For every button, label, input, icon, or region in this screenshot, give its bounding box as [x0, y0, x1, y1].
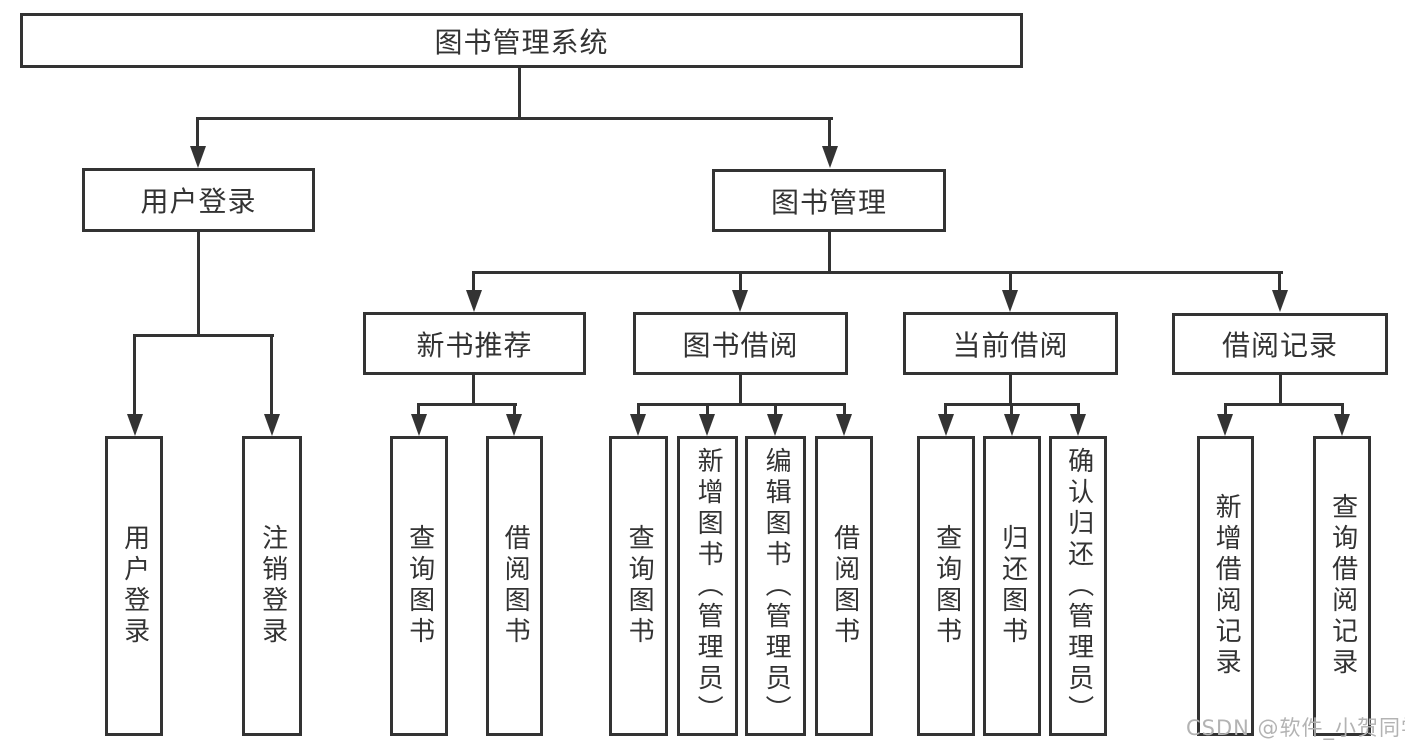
- node-borrow-records: 借阅记录: [1172, 313, 1388, 375]
- connector-vline: [1010, 403, 1013, 416]
- connector-vline: [1279, 375, 1282, 406]
- arrowhead-down-icon: [630, 414, 646, 436]
- arrowhead-down-icon: [1070, 414, 1086, 436]
- node-add-book: 新增图书（管理员）: [677, 436, 738, 736]
- connector-vline: [133, 334, 136, 416]
- connector-vline: [197, 230, 200, 337]
- connector-vline: [518, 66, 521, 120]
- node-return-book: 归还图书: [983, 436, 1041, 736]
- node-user-login-label: 用户登录: [140, 185, 257, 218]
- node-query-book-1: 查询图书: [390, 436, 448, 736]
- arrowhead-down-icon: [1002, 290, 1018, 312]
- connector-vline: [637, 403, 640, 416]
- node-query-book-2-label: 查询图书: [624, 524, 655, 648]
- connector-vline: [472, 271, 475, 292]
- node-book-mgmt-label: 图书管理: [770, 185, 887, 219]
- arrowhead-down-icon: [190, 146, 206, 168]
- node-query-record-label: 查询借阅记录: [1327, 493, 1358, 679]
- connector-vline: [843, 403, 846, 416]
- node-user-login: 用户登录: [82, 168, 315, 232]
- node-new-book-rec-label: 新书推荐: [416, 328, 533, 362]
- node-add-record-label: 新增借阅记录: [1211, 493, 1242, 679]
- connector-vline: [1077, 403, 1080, 416]
- connector-vline: [739, 375, 742, 406]
- node-query-book-2: 查询图书: [609, 436, 668, 736]
- connector-vline: [828, 230, 831, 274]
- connector-vline: [1224, 403, 1227, 416]
- arrowhead-down-icon: [732, 290, 748, 312]
- watermark: CSDN @软件_小贺同学: [1186, 716, 1405, 740]
- node-borrow-book-2: 借阅图书: [815, 436, 873, 736]
- node-return-book-label: 归还图书: [997, 524, 1028, 648]
- node-new-book-rec: 新书推荐: [363, 312, 586, 375]
- node-query-book-1-label: 查询图书: [404, 524, 435, 648]
- connector-vline: [196, 117, 199, 149]
- arrowhead-down-icon: [836, 414, 852, 436]
- node-user-login-leaf-label: 用户登录: [119, 524, 150, 648]
- node-edit-book: 编辑图书（管理员）: [745, 436, 806, 736]
- arrowhead-down-icon: [767, 414, 783, 436]
- connector-vline: [417, 403, 420, 416]
- connector-vline: [472, 375, 475, 406]
- arrowhead-down-icon: [938, 414, 954, 436]
- node-root-label: 图书管理系统: [434, 25, 609, 59]
- arrowhead-down-icon: [411, 414, 427, 436]
- connector-vline: [1009, 375, 1012, 406]
- connector-vline: [739, 271, 742, 292]
- arrowhead-down-icon: [1217, 414, 1233, 436]
- connector-hline: [473, 271, 1283, 274]
- connector-vline: [1009, 271, 1012, 292]
- node-book-borrow: 图书借阅: [633, 312, 848, 375]
- node-current-borrow: 当前借阅: [903, 312, 1118, 375]
- connector-vline: [270, 334, 273, 416]
- arrowhead-down-icon: [127, 414, 143, 436]
- node-query-record: 查询借阅记录: [1313, 436, 1371, 736]
- connector-hline: [196, 117, 833, 120]
- node-query-book-3: 查询图书: [917, 436, 975, 736]
- node-borrow-book-1-label: 借阅图书: [500, 524, 531, 648]
- node-confirm-return: 确认归还（管理员）: [1049, 436, 1107, 736]
- arrowhead-down-icon: [822, 146, 838, 168]
- connector-vline: [706, 403, 709, 416]
- arrowhead-down-icon: [1334, 414, 1350, 436]
- arrowhead-down-icon: [466, 290, 482, 312]
- node-book-mgmt: 图书管理: [712, 169, 946, 232]
- node-current-borrow-label: 当前借阅: [952, 328, 1069, 362]
- node-borrow-book-1: 借阅图书: [486, 436, 543, 736]
- connector-hline: [417, 403, 517, 406]
- connector-vline: [513, 403, 516, 416]
- connector-vline: [944, 403, 947, 416]
- arrowhead-down-icon: [699, 414, 715, 436]
- node-book-borrow-label: 图书借阅: [682, 328, 799, 362]
- node-edit-book-label: 编辑图书（管理员）: [761, 446, 792, 726]
- node-logout-leaf: 注销登录: [242, 436, 302, 736]
- connector-vline: [774, 403, 777, 416]
- node-borrow-book-2-label: 借阅图书: [829, 524, 860, 648]
- node-user-login-leaf: 用户登录: [105, 436, 163, 736]
- node-logout-leaf-label: 注销登录: [257, 524, 288, 648]
- node-root: 图书管理系统: [20, 13, 1023, 68]
- node-add-record: 新增借阅记录: [1197, 436, 1254, 736]
- node-add-book-label: 新增图书（管理员）: [693, 446, 724, 726]
- node-borrow-records-label: 借阅记录: [1221, 329, 1338, 362]
- connector-hline: [637, 403, 846, 406]
- connector-vline: [1341, 403, 1344, 416]
- arrowhead-down-icon: [1004, 414, 1020, 436]
- node-query-book-3-label: 查询图书: [931, 524, 962, 648]
- connector-vline: [1278, 271, 1281, 292]
- arrowhead-down-icon: [1272, 290, 1288, 312]
- connector-hline: [133, 334, 274, 337]
- connector-hline: [1224, 403, 1344, 406]
- arrowhead-down-icon: [264, 414, 280, 436]
- arrowhead-down-icon: [506, 414, 522, 436]
- connector-vline: [828, 117, 831, 149]
- node-confirm-return-label: 确认归还（管理员）: [1063, 446, 1094, 726]
